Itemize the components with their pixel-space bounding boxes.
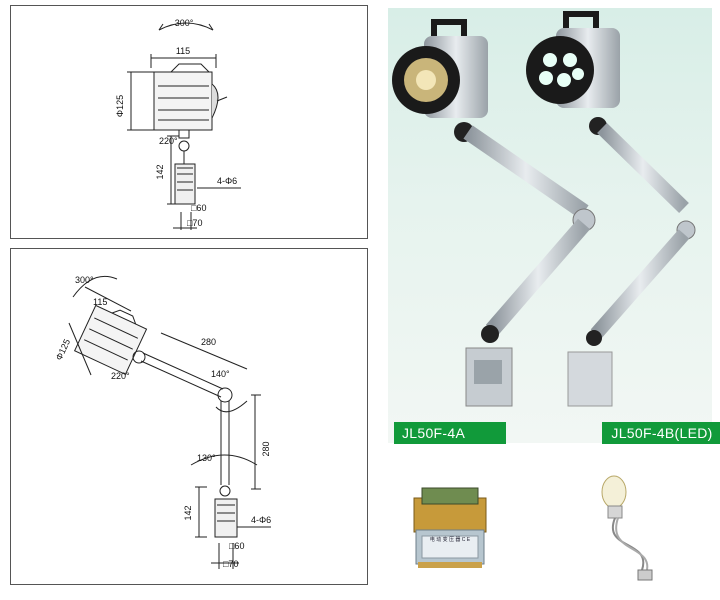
bottom-upper-arm-label: 280 [201,337,216,347]
model-tag-halogen: JL50F-4A [394,422,506,444]
lamps-illustration [392,11,696,407]
top-base-inner-label: □60 [191,203,206,213]
bottom-drawing-svg: 300° 115 Φ125 220° 280 140° 280 130° 142… [54,275,271,569]
top-base-outer-label: □70 [187,218,202,228]
top-width-label: 115 [176,46,190,56]
bottom-elbow-angle-label: 140° [211,369,230,379]
bottom-lower-arm-label: 280 [261,441,271,456]
transformer-photo: 电 动 变 压 器 C E [410,482,490,582]
bottom-dimension-drawing: 300° 115 Φ125 220° 280 140° 280 130° 142… [10,248,368,585]
top-dimension-drawing: 300° 115 Φ125 220° 142 4-Φ6 □60 □70 [10,5,368,239]
bottom-height-label: 142 [183,505,193,520]
lamp-halogen [392,19,596,407]
model-tag-led: JL50F-4B(LED) [602,422,720,444]
bulb-photo [592,470,662,595]
top-head-angle-label: 220° [159,136,178,146]
bottom-diameter-label: Φ125 [54,337,72,361]
transformer-label: 电 动 变 压 器 C E [429,537,471,543]
bottom-head-angle-label: 220° [111,371,130,381]
lamp-led [526,11,696,407]
bottom-width-label: 115 [93,297,107,307]
top-drawing-svg: 300° 115 Φ125 220° 142 4-Φ6 □60 □70 [115,18,241,230]
transformer-illustration [413,487,487,568]
rotation-arc [158,22,214,31]
top-diameter-label: Φ125 [115,95,125,117]
bottom-base-angle-label: 130° [197,453,216,463]
lamp-head-outline [153,71,213,131]
bulb-illustration [601,475,653,581]
bottom-holes-label: 4-Φ6 [251,515,271,525]
top-holes-label: 4-Φ6 [217,176,237,186]
bottom-rotation-label: 300° [75,275,94,285]
top-rotation-label: 300° [175,18,194,28]
bottom-base-inner-label: □60 [229,541,244,551]
bottom-base-outer-label: □70 [223,559,238,569]
top-height-label: 142 [155,164,165,179]
product-photo-lamps [388,8,712,443]
